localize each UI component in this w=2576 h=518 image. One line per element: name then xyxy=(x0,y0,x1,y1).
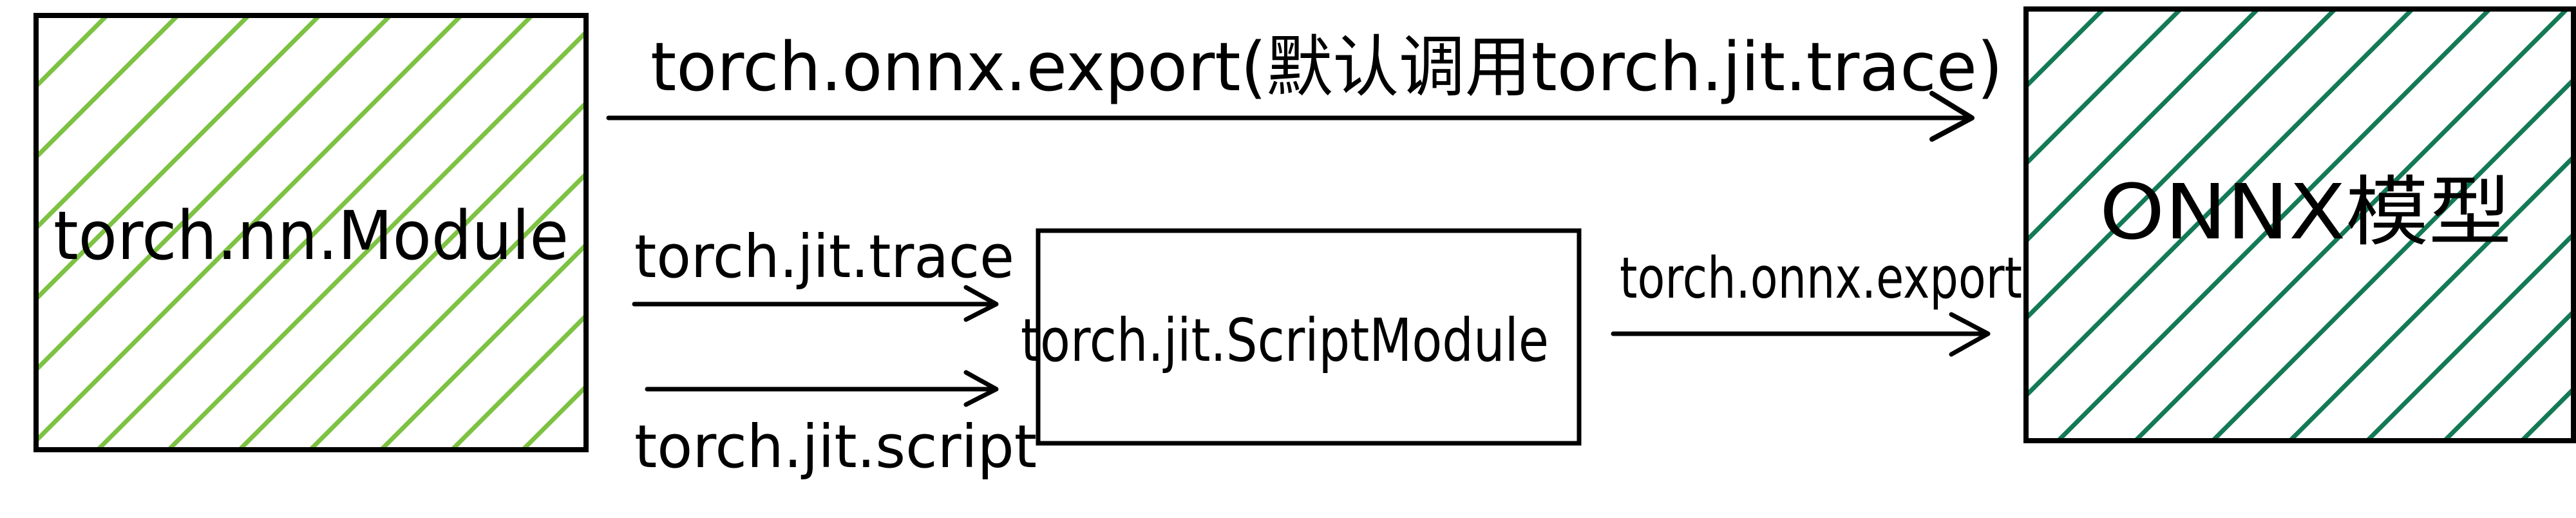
target-node: ONNX模型 xyxy=(2023,6,2576,443)
target-hatch xyxy=(2026,9,2573,441)
hatch-line xyxy=(379,242,586,450)
hatch-line xyxy=(36,15,322,302)
hatch-line xyxy=(308,171,586,450)
hatch-line xyxy=(166,29,586,450)
direct-export-label: torch.onnx.export(默认调用torch.jit.trace) xyxy=(650,28,2003,106)
jit-script-arrowhead xyxy=(963,370,999,407)
hatch-line xyxy=(237,100,586,450)
hatch-line xyxy=(36,15,251,231)
hatch-line xyxy=(36,15,180,160)
edge-onnx-export: torch.onnx.export xyxy=(1611,245,2022,357)
hatch-line xyxy=(2519,386,2573,441)
source-node: torch.nn.Module xyxy=(33,13,589,452)
hatch-line xyxy=(2287,154,2573,441)
hatch-line xyxy=(2442,309,2573,441)
hatch-line xyxy=(36,15,464,444)
hatch-line xyxy=(2026,9,2260,244)
target-box xyxy=(2023,6,2576,443)
onnx-export-arrowhead xyxy=(1949,312,1991,357)
hatch-line xyxy=(2026,9,2183,167)
hatch-line xyxy=(2133,9,2570,441)
middle-node: torch.jit.ScriptModule xyxy=(1021,228,1582,446)
jit-script-label: torch.jit.script xyxy=(634,412,1037,481)
hatch-line xyxy=(2056,9,2492,441)
edge-jit-script: torch.jit.script xyxy=(634,370,1037,481)
middle-label: torch.jit.ScriptModule xyxy=(1021,306,1549,375)
hatch-line xyxy=(2026,9,2415,399)
hatch-line xyxy=(2026,9,2106,90)
hatch-line xyxy=(36,15,39,19)
hatch-line xyxy=(36,15,393,373)
edge-jit-trace: torch.jit.trace xyxy=(632,222,1014,322)
source-label: torch.nn.Module xyxy=(53,197,569,275)
edge-direct-export: torch.onnx.export(默认调用torch.jit.trace) xyxy=(606,28,2003,142)
jit-trace-label: torch.jit.trace xyxy=(634,222,1014,291)
direct-export-arrowhead xyxy=(1929,91,1975,142)
hatch-line xyxy=(450,312,586,450)
source-hatch xyxy=(36,15,586,450)
hatch-line xyxy=(95,15,535,450)
hatch-line xyxy=(2026,9,2338,321)
hatch-line xyxy=(2365,231,2573,441)
target-label: ONNX模型 xyxy=(2099,168,2512,256)
onnx-export-label: torch.onnx.export xyxy=(1620,245,2022,311)
jit-trace-arrowhead xyxy=(963,285,999,322)
middle-box xyxy=(1036,228,1582,446)
source-box xyxy=(33,13,589,452)
